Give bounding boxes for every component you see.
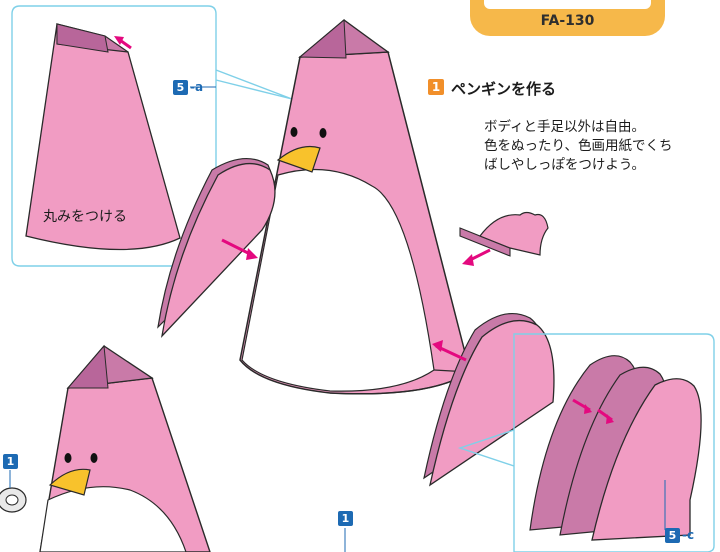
banner-inner-panel <box>484 0 651 9</box>
right-wing <box>423 312 555 487</box>
model-code: FA-130 <box>540 13 595 29</box>
wing-callout-ref-suffix: -c <box>682 528 695 542</box>
top-callout-ref-suffix: -a <box>190 80 204 94</box>
description-line-1: ボディと手足以外は自由。 <box>484 119 646 135</box>
bottom-center-ref-badge: 1 <box>338 511 353 526</box>
tail-piece <box>459 211 549 257</box>
step-title: ペンギンを作る <box>451 80 557 98</box>
left-wing <box>157 158 276 338</box>
top-callout-label: 丸みをつける <box>43 209 127 225</box>
wing-callout-ref-badge: 5 <box>665 528 680 543</box>
wing-callout-layers <box>529 355 702 541</box>
description-line-3: ばしやしっぽをつけよう。 <box>484 157 646 173</box>
gear-part <box>0 487 27 513</box>
step-description: ボディと手足以外は自由。 色をぬったり、色画用紙でくち ばしやしっぽをつけよう。 <box>484 118 672 175</box>
model-code-banner: FA-130 <box>470 0 665 36</box>
description-line-2: 色をぬったり、色画用紙でくち <box>484 138 673 154</box>
bottom-penguin <box>39 344 211 552</box>
top-callout-ref-badge: 5 <box>173 80 188 95</box>
bottom-left-ref-badge: 1 <box>3 454 18 469</box>
main-penguin <box>239 18 473 395</box>
top-callout-cone <box>25 23 181 251</box>
step-number-badge: 1 <box>428 79 444 95</box>
